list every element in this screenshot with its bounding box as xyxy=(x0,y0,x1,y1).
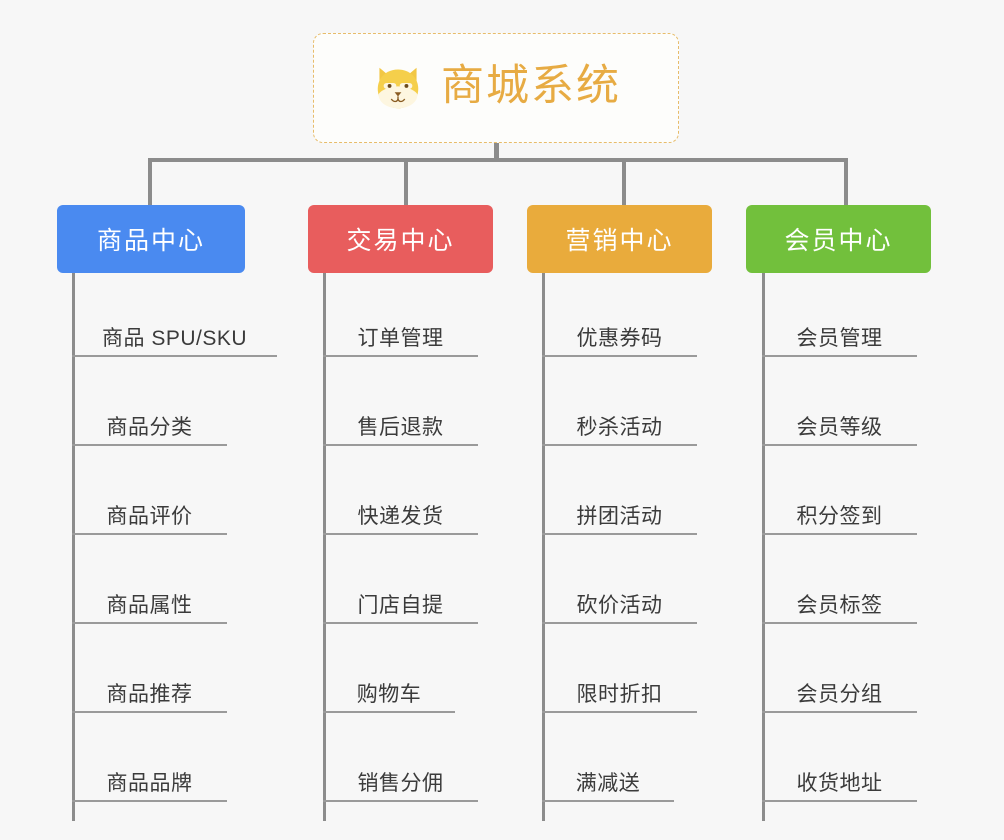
leaf-label: 会员分组 xyxy=(796,683,883,706)
leaf-rule xyxy=(542,444,697,446)
leaf-item[interactable]: 会员等级 xyxy=(762,416,917,446)
leaf-rule xyxy=(762,533,917,535)
leaf-label: 积分签到 xyxy=(796,505,883,528)
category-title-3: 营销中心 xyxy=(565,227,674,255)
leaf-rule xyxy=(323,800,478,802)
leaf-label: 收货地址 xyxy=(796,772,883,795)
column-spine-1 xyxy=(72,273,75,821)
leaf-item[interactable]: 积分签到 xyxy=(762,505,917,535)
leaf-rule xyxy=(72,355,277,357)
drop-line-col-2 xyxy=(404,158,408,205)
category-title-1: 商品中心 xyxy=(96,227,205,255)
category-header-1[interactable]: 商品中心 xyxy=(57,205,245,273)
leaf-item[interactable]: 购物车 xyxy=(323,683,455,713)
leaf-item[interactable]: 商品 SPU/SKU xyxy=(72,327,277,357)
leaf-item[interactable]: 销售分佣 xyxy=(323,772,478,802)
column-spine-4 xyxy=(762,273,765,821)
leaf-rule xyxy=(72,800,227,802)
leaf-item[interactable]: 快递发货 xyxy=(323,505,478,535)
leaf-rule xyxy=(762,355,917,357)
leaf-label: 订单管理 xyxy=(357,327,444,350)
leaf-rule xyxy=(323,533,478,535)
leaf-item[interactable]: 商品品牌 xyxy=(72,772,227,802)
root-node[interactable]: 商城系统 xyxy=(313,33,679,143)
leaf-rule xyxy=(542,800,674,802)
leaf-label: 销售分佣 xyxy=(357,772,444,795)
leaf-rule xyxy=(762,711,917,713)
leaf-item[interactable]: 收货地址 xyxy=(762,772,917,802)
leaf-item[interactable]: 订单管理 xyxy=(323,327,478,357)
leaf-rule xyxy=(323,444,478,446)
leaf-rule xyxy=(542,622,697,624)
leaf-label: 优惠券码 xyxy=(576,327,663,350)
leaf-label: 商品推荐 xyxy=(106,683,193,706)
category-title-2: 交易中心 xyxy=(346,227,455,255)
leaf-rule xyxy=(762,800,917,802)
leaf-label: 购物车 xyxy=(356,683,422,706)
leaf-item[interactable]: 砍价活动 xyxy=(542,594,697,624)
leaf-label: 商品属性 xyxy=(106,594,193,617)
leaf-rule xyxy=(542,711,697,713)
leaf-label: 秒杀活动 xyxy=(576,416,663,439)
drop-line-col-3 xyxy=(622,158,626,205)
leaf-rule xyxy=(72,622,227,624)
leaf-item[interactable]: 商品属性 xyxy=(72,594,227,624)
leaf-item[interactable]: 限时折扣 xyxy=(542,683,697,713)
leaf-item[interactable]: 售后退款 xyxy=(323,416,478,446)
leaf-label: 商品品牌 xyxy=(106,772,193,795)
leaf-item[interactable]: 会员分组 xyxy=(762,683,917,713)
leaf-rule xyxy=(72,533,227,535)
horizontal-bus-line xyxy=(148,158,848,162)
leaf-label: 会员标签 xyxy=(796,594,883,617)
leaf-rule xyxy=(72,711,227,713)
leaf-item[interactable]: 会员管理 xyxy=(762,327,917,357)
leaf-label: 快递发货 xyxy=(357,505,444,528)
leaf-rule xyxy=(323,622,478,624)
category-header-3[interactable]: 营销中心 xyxy=(527,205,712,273)
leaf-rule xyxy=(542,355,697,357)
leaf-item[interactable]: 门店自提 xyxy=(323,594,478,624)
leaf-label: 满减送 xyxy=(575,772,641,795)
leaf-label: 砍价活动 xyxy=(576,594,663,617)
leaf-item[interactable]: 商品推荐 xyxy=(72,683,227,713)
column-spine-3 xyxy=(542,273,545,821)
leaf-rule xyxy=(323,355,478,357)
leaf-item[interactable]: 秒杀活动 xyxy=(542,416,697,446)
leaf-item[interactable]: 拼团活动 xyxy=(542,505,697,535)
leaf-label: 会员管理 xyxy=(796,327,883,350)
leaf-rule xyxy=(72,444,227,446)
leaf-item[interactable]: 满减送 xyxy=(542,772,674,802)
leaf-rule xyxy=(762,444,917,446)
leaf-label: 会员等级 xyxy=(796,416,883,439)
leaf-label: 商品评价 xyxy=(106,505,193,528)
shiba-dog-icon xyxy=(371,61,425,115)
root-stem-line xyxy=(494,143,499,162)
leaf-rule xyxy=(762,622,917,624)
drop-line-col-4 xyxy=(844,158,848,205)
root-title: 商城系统 xyxy=(441,61,621,110)
category-title-4: 会员中心 xyxy=(784,227,893,255)
leaf-item[interactable]: 商品分类 xyxy=(72,416,227,446)
leaf-item[interactable]: 会员标签 xyxy=(762,594,917,624)
leaf-label: 拼团活动 xyxy=(576,505,663,528)
leaf-rule xyxy=(542,533,697,535)
category-header-4[interactable]: 会员中心 xyxy=(746,205,931,273)
leaf-item[interactable]: 优惠券码 xyxy=(542,327,697,357)
drop-line-col-1 xyxy=(148,158,152,205)
category-header-2[interactable]: 交易中心 xyxy=(308,205,493,273)
leaf-item[interactable]: 商品评价 xyxy=(72,505,227,535)
column-spine-2 xyxy=(323,273,326,821)
leaf-rule xyxy=(323,711,455,713)
leaf-label: 售后退款 xyxy=(357,416,444,439)
leaf-label: 商品 SPU/SKU xyxy=(101,327,248,350)
leaf-label: 限时折扣 xyxy=(576,683,663,706)
leaf-label: 门店自提 xyxy=(357,594,444,617)
leaf-label: 商品分类 xyxy=(106,416,193,439)
